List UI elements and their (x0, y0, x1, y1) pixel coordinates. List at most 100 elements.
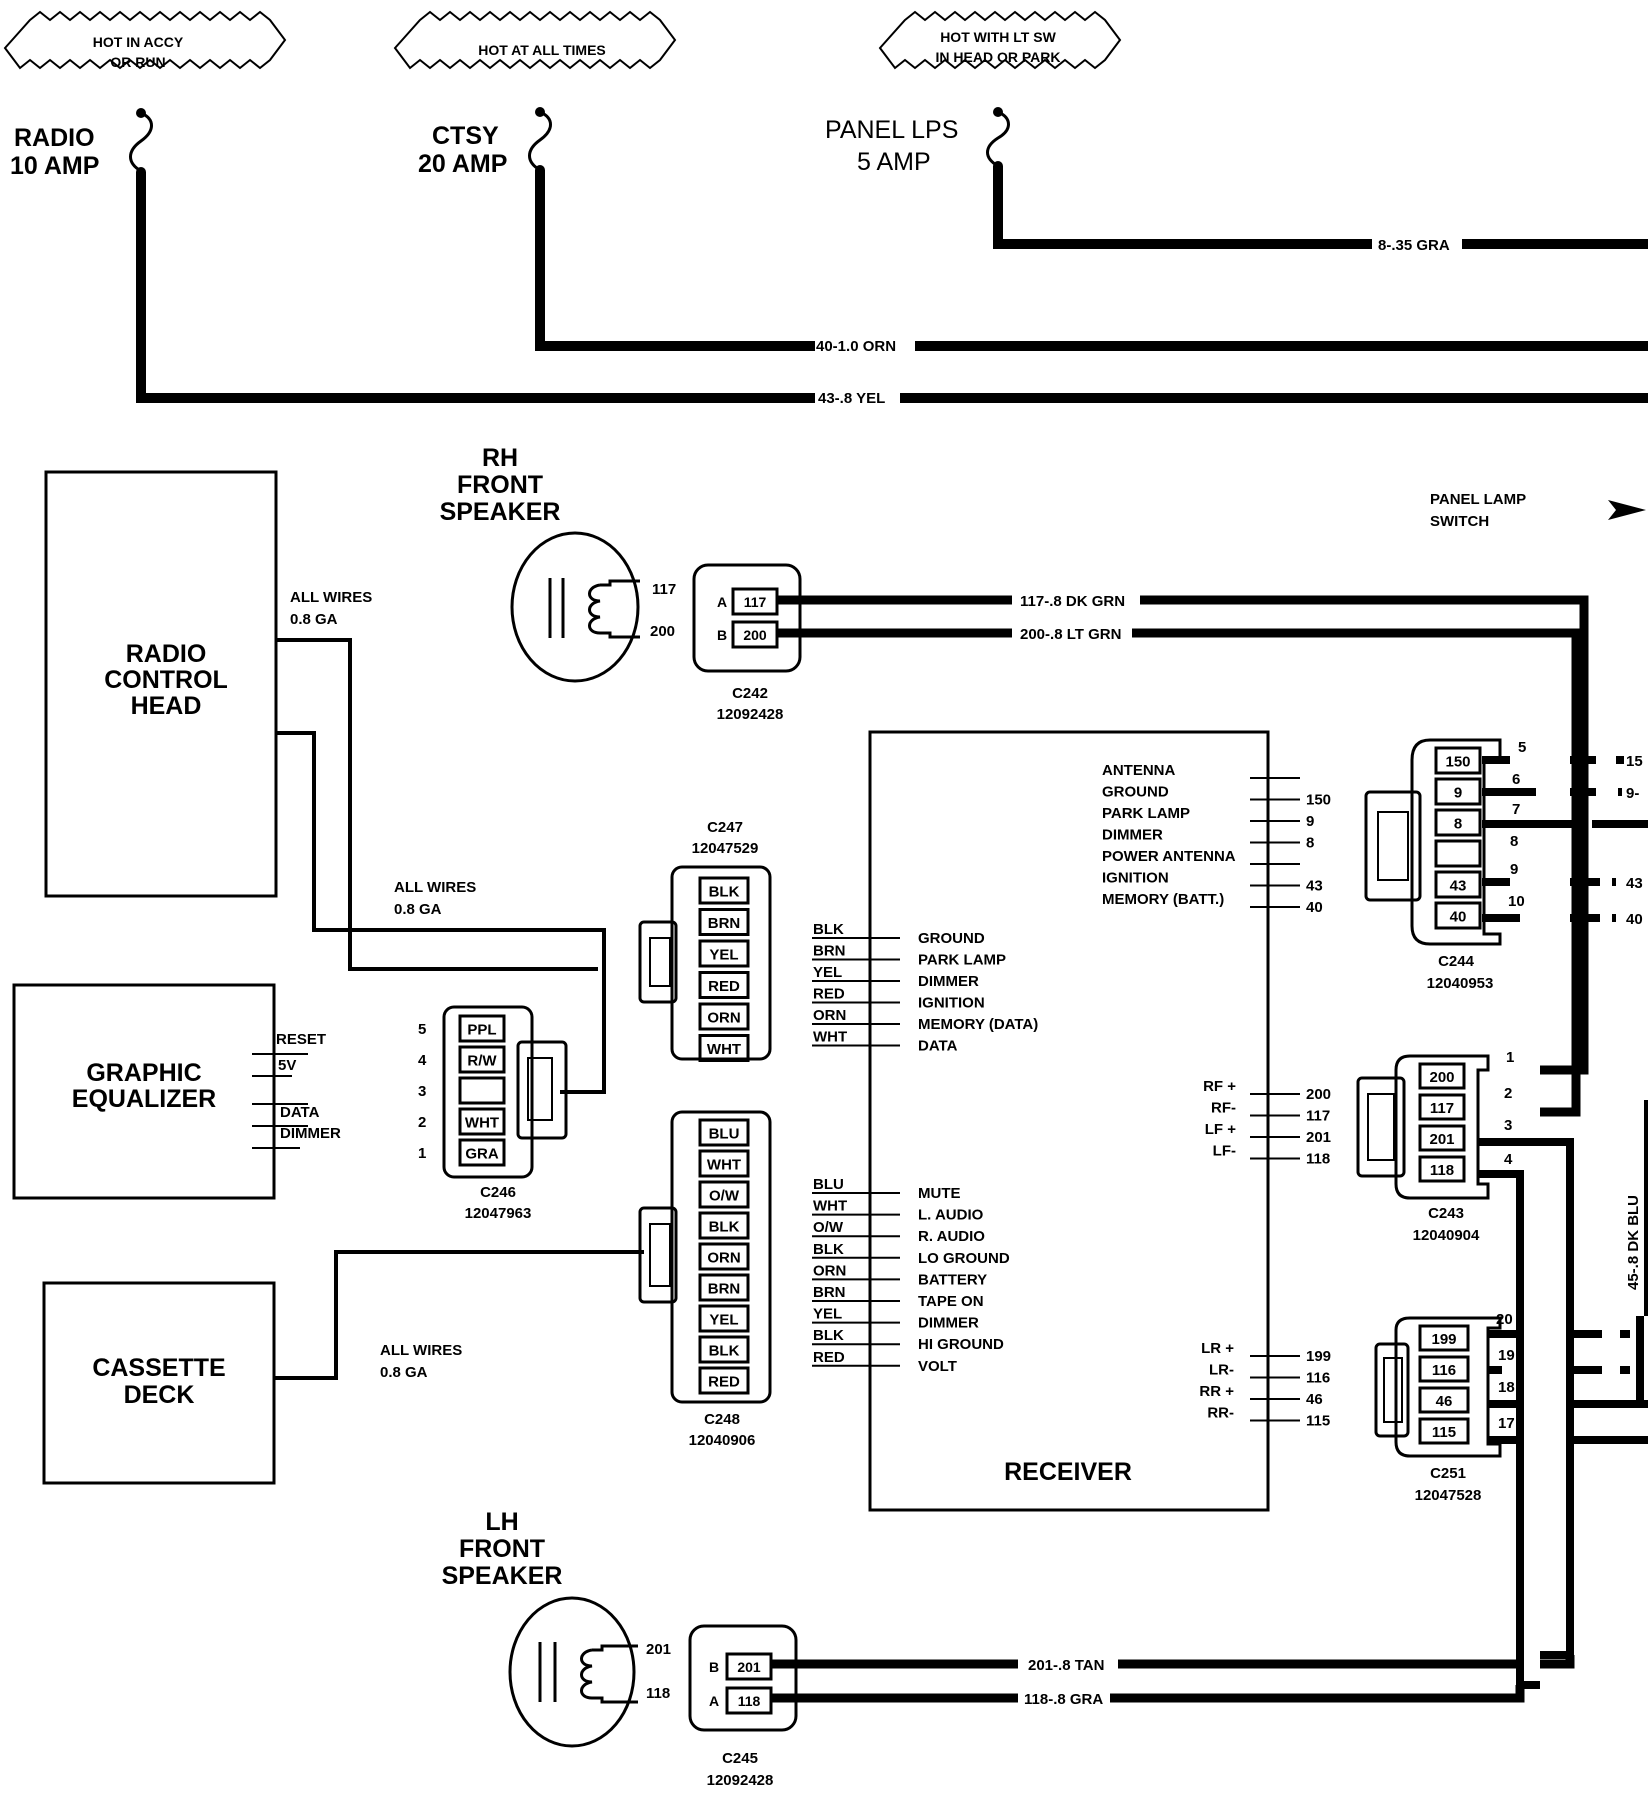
c244-cell (1434, 901, 1482, 930)
c242-pin: 117 (744, 594, 767, 610)
receiver-pin-function: PARK LAMP (1102, 805, 1190, 822)
c246-cell (458, 1014, 506, 1043)
receiver-pin-function: LO GROUND (918, 1250, 1010, 1267)
c244-cell (1434, 839, 1482, 868)
receiver-circuit-number: 118 (1306, 1151, 1330, 1168)
all-wires-label: 0.8 GA (380, 1364, 428, 1381)
c251-num: 18 (1498, 1379, 1515, 1396)
c244-cell-label: 43 (1450, 878, 1467, 895)
fuse-radio-icon (129, 108, 153, 177)
c243-cell (1418, 1155, 1466, 1183)
receiver-circuit-number: 115 (1306, 1413, 1330, 1430)
fuse-ctsy-icon (528, 107, 552, 175)
c244-num: 5 (1518, 739, 1526, 756)
receiver-box (868, 730, 1270, 1512)
c244-ext-label: 43 (1626, 875, 1643, 892)
c242-name: C242 (732, 685, 768, 702)
c251-cell-label: 116 (1432, 1362, 1456, 1379)
c245-name: C245 (722, 1750, 758, 1767)
c244-cell (1434, 746, 1482, 775)
c248-cell-label: BRN (708, 1281, 741, 1298)
wire-gra2 (771, 1685, 1525, 1703)
c248-cell (698, 1366, 750, 1395)
receiver-pin-function: LF + (1205, 1121, 1236, 1138)
c248-name: C248 (704, 1411, 740, 1428)
c242-part: 12092428 (717, 706, 784, 723)
c251-num: 20 (1496, 1311, 1513, 1328)
c243-num: 3 (1504, 1117, 1512, 1134)
c244-num: 7 (1512, 801, 1520, 818)
c243-cell-label: 200 (1429, 1069, 1454, 1086)
c248-cell-label: BLK (709, 1343, 740, 1360)
c247-cell-label: WHT (707, 1041, 741, 1058)
c244-ext-label: 9- (1626, 785, 1639, 802)
c242-letter: B (717, 627, 727, 643)
c248-cell-label: WHT (707, 1157, 741, 1174)
lh-speaker-pin: 201 (646, 1641, 671, 1658)
fuse-radio-amp: 10 AMP (10, 152, 99, 180)
c251-num: 17 (1498, 1415, 1515, 1432)
wire-head-a (276, 638, 598, 971)
connector-c246 (442, 1005, 568, 1179)
connector-c248 (638, 1110, 772, 1404)
receiver-wire-color: BLK (813, 921, 844, 938)
c244-num: 9 (1510, 861, 1518, 878)
lh-speaker-icon (508, 1596, 638, 1748)
c246-name: C246 (480, 1184, 516, 1201)
receiver-circuit-number: 9 (1306, 813, 1314, 830)
c247-part: 12047529 (692, 840, 759, 857)
rh-speaker-title: FRONT (457, 471, 543, 499)
receiver-wire-color: O/W (813, 1219, 844, 1236)
receiver-pin-function: GROUND (918, 930, 985, 947)
arrow-right-icon (1608, 500, 1646, 520)
c251-cell (1418, 1386, 1470, 1414)
rh-speaker-pin: 117 (652, 581, 676, 598)
wire-label-orn: 40-1.0 ORN (816, 338, 896, 355)
wire-head-b (276, 731, 606, 1094)
cassette-deck-box (42, 1281, 276, 1485)
receiver-wire-color: WHT (813, 1029, 847, 1046)
receiver-pin-function: RR- (1207, 1405, 1234, 1422)
receiver-circuit-number: 43 (1306, 878, 1323, 895)
c247-cell (698, 1034, 750, 1062)
c248-cell-label: ORN (707, 1250, 740, 1267)
eq-pin-label: DATA (280, 1104, 320, 1121)
c247-name: C247 (707, 819, 743, 836)
c244-cell-label: 40 (1450, 909, 1467, 926)
wire-label-tan: 201-.8 TAN (1028, 1657, 1104, 1674)
c247-cell-label: BRN (708, 915, 741, 932)
all-wires-label: 0.8 GA (394, 901, 442, 918)
c244-cell (1434, 870, 1482, 899)
c248-cell (698, 1304, 750, 1333)
c246-part: 12047963 (465, 1205, 532, 1222)
c245-pin: 201 (737, 1659, 761, 1675)
receiver-pin-function: LR + (1201, 1340, 1234, 1357)
c247-cell (698, 908, 750, 936)
fuse-note-text: IN HEAD OR PARK (936, 49, 1061, 65)
receiver-pin-function: DIMMER (918, 973, 979, 990)
wire-label-dkblu: 45-.8 DK BLU (1625, 1195, 1642, 1290)
c243-part: 12040904 (1413, 1227, 1480, 1244)
c246-pin-number: 3 (418, 1083, 426, 1100)
c248-cell (698, 1335, 750, 1364)
fuse-note-text: HOT IN ACCY (93, 34, 184, 50)
c248-part: 12040906 (689, 1432, 756, 1449)
wire-gra (993, 166, 1648, 249)
c246-cell-label: WHT (465, 1115, 499, 1132)
wire-label-ltgrn: 200-.8 LT GRN (1020, 626, 1121, 643)
receiver-wire-color: ORN (813, 1007, 846, 1024)
receiver-pin-function: LR- (1209, 1362, 1234, 1379)
c245-letter: B (709, 1659, 719, 1675)
receiver-pin-function: POWER ANTENNA (1102, 848, 1236, 865)
radio-control-head-title: RADIO (126, 640, 207, 668)
fuse-note-text: HOT WITH LT SW (940, 29, 1056, 45)
rh-speaker-icon (510, 531, 640, 683)
receiver-wire-color: BRN (813, 943, 846, 960)
receiver-wire-color: RED (813, 1349, 845, 1366)
receiver-wire-color: ORN (813, 1262, 846, 1279)
c251-cell-label: 199 (1431, 1331, 1456, 1348)
panel-lamp-label: PANEL LAMP (1430, 491, 1526, 508)
lh-speaker-pin: 118 (646, 1685, 670, 1702)
